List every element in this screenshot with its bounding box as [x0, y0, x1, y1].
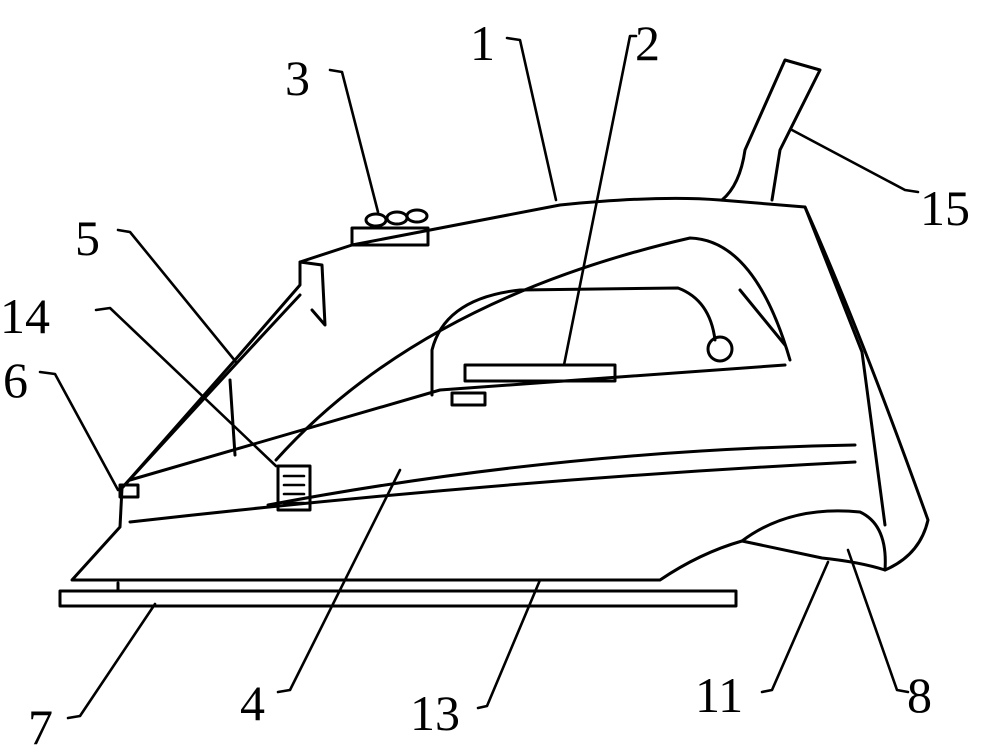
leader-11: [762, 562, 828, 692]
label-6: 6: [3, 352, 28, 408]
indicator-window: [278, 466, 310, 510]
steam-slider: [452, 365, 615, 405]
leader-7: [68, 604, 155, 718]
label-8: 8: [907, 667, 932, 723]
heel-cover: [742, 511, 885, 570]
leader-1: [507, 38, 556, 200]
leader-3: [330, 70, 378, 212]
nose-inner-curve: [122, 295, 300, 488]
label-2: 2: [635, 15, 660, 71]
tank-bottom-line: [268, 445, 855, 505]
rear-inner-line: [740, 290, 785, 345]
leader-14: [96, 308, 276, 466]
label-13: 13: [410, 685, 460, 741]
leader-5: [118, 230, 236, 362]
label-15: 15: [920, 180, 970, 236]
leader-8: [848, 550, 908, 692]
tank-top-line: [130, 365, 785, 480]
label-11: 11: [695, 667, 743, 723]
leader-13: [478, 580, 540, 708]
label-14: 14: [0, 288, 50, 344]
fill-cap: [300, 262, 325, 325]
label-1: 1: [470, 15, 495, 71]
label-4: 4: [240, 675, 265, 731]
iron-body-outline: [72, 198, 928, 580]
cord-guard: [722, 60, 820, 200]
label-7: 7: [28, 699, 53, 750]
shell-flank-line: [230, 380, 235, 455]
leader-6: [40, 372, 118, 490]
label-5: 5: [75, 210, 100, 266]
sole-plate: [60, 583, 736, 606]
upper-shell-curve: [276, 238, 790, 460]
label-3: 3: [285, 50, 310, 106]
rear-panel-line: [805, 207, 885, 525]
leader-15: [792, 130, 918, 192]
rear-knob: [708, 337, 732, 361]
top-buttons: [352, 210, 428, 245]
